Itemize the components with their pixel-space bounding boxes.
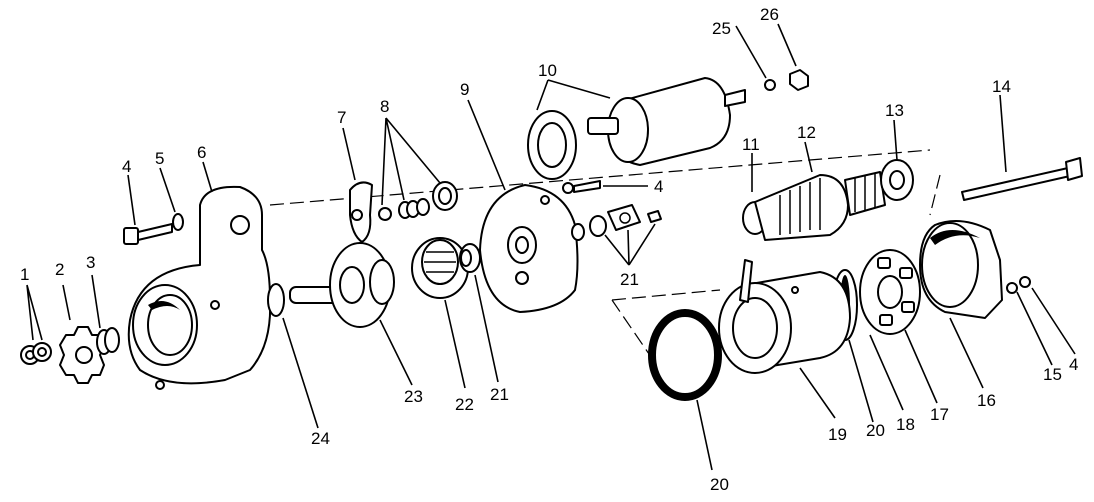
through-bolt-part: [961, 157, 1083, 201]
callout-8: 8: [380, 97, 389, 116]
washer-part-25: [764, 79, 776, 91]
washer-set-part: [571, 204, 662, 241]
callout-4-center: 4: [654, 177, 663, 196]
callout-4-left: 4: [122, 157, 131, 176]
callout-1: 1: [20, 265, 29, 284]
callout-13: 13: [885, 101, 904, 120]
callout-17: 17: [930, 405, 949, 424]
o-ring-part: [648, 309, 722, 401]
callout-5: 5: [155, 149, 164, 168]
bush-part: [459, 243, 481, 273]
field-frame-part: [718, 259, 851, 374]
callout-4-right: 4: [1069, 355, 1078, 374]
engagement-lever-part: [349, 181, 373, 243]
alignment-line-upper: [269, 149, 931, 206]
callout-20-inner: 20: [866, 421, 885, 440]
callout-25: 25: [712, 19, 731, 38]
leader-lines: [26, 23, 1076, 471]
callout-21-right: 21: [620, 270, 639, 289]
intermediate-plate-part: [289, 242, 395, 328]
drive-gear-part: [411, 237, 469, 299]
callout-9: 9: [460, 80, 469, 99]
callout-22: 22: [455, 395, 474, 414]
callout-16: 16: [977, 391, 996, 410]
nut-part-26: [789, 69, 809, 91]
screw-part-right: [1019, 276, 1031, 288]
pinion-gear-part: [59, 326, 105, 384]
brush-holder-part: [859, 249, 921, 335]
callout-15: 15: [1043, 365, 1062, 384]
callout-21-left: 21: [490, 385, 509, 404]
callout-11: 11: [742, 135, 760, 154]
callout-26: 26: [760, 5, 779, 24]
bolt-part-left: [123, 223, 173, 245]
washer-part-left: [172, 213, 184, 231]
callout-14: 14: [992, 77, 1011, 96]
lever-springs-part: [378, 181, 458, 221]
circlip-part: [20, 342, 52, 365]
callout-19: 19: [828, 425, 847, 444]
callout-10: 10: [538, 61, 557, 80]
callout-23: 23: [404, 387, 423, 406]
callout-3: 3: [86, 253, 95, 272]
drive-end-housing-part: [127, 185, 285, 390]
spring-part: [96, 327, 120, 355]
callout-7: 7: [337, 108, 346, 127]
end-cover-part: [919, 220, 1003, 319]
callout-2: 2: [55, 260, 64, 279]
alignment-line-lower: [929, 174, 941, 216]
callout-12: 12: [797, 123, 816, 142]
callout-18: 18: [896, 415, 915, 434]
bearing-part: [880, 159, 914, 201]
callout-6: 6: [197, 143, 206, 162]
callout-20-outer: 20: [710, 475, 729, 494]
callout-24: 24: [311, 429, 330, 448]
end-plate-part: [479, 184, 579, 313]
armature-part: [742, 171, 886, 241]
solenoid-part: [527, 77, 746, 180]
washer-part-15: [1006, 282, 1018, 294]
screw-part-center: [562, 180, 601, 194]
